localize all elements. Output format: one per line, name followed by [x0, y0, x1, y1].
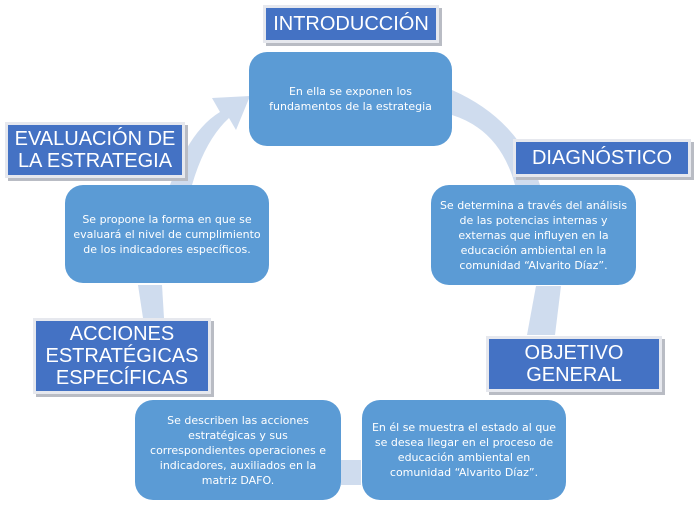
connector-acciones-evaluacion	[138, 285, 164, 318]
step-description-introduccion: En ella se exponen los fundamentos de la…	[269, 85, 432, 113]
step-description-evaluacion: Se propone la forma en que se evaluará e…	[73, 212, 261, 256]
step-title-objetivo-general: OBJETIVO GENERAL	[486, 336, 662, 392]
step-description-acciones: Se describen las acciones estratégicas y…	[150, 413, 326, 487]
step-card-evaluacion: Se propone la forma en que se evaluará e…	[65, 185, 269, 283]
step-card-acciones: Se describen las acciones estratégicas y…	[135, 400, 341, 500]
step-card-diagnostico: Se determina a través del análisis de la…	[431, 185, 636, 285]
step-card-introduccion: En ella se exponen los fundamentos de la…	[249, 52, 452, 146]
connector-diagnostico-objetivo	[527, 286, 561, 335]
step-title-diagnostico: DIAGNÓSTICO	[513, 139, 691, 177]
step-title-acciones: ACCIONES ESTRATÉGICAS ESPECÍFICAS	[33, 318, 211, 394]
step-card-objetivo-general: En él se muestra el estado al que se des…	[362, 400, 566, 500]
step-description-objetivo-general: En él se muestra el estado al que se des…	[371, 421, 557, 479]
step-title-introduccion: INTRODUCCIÓN	[263, 5, 439, 43]
step-description-diagnostico: Se determina a través del análisis de la…	[439, 198, 628, 272]
arrow-evaluacion-intro	[170, 96, 250, 185]
connector-objetivo-acciones	[341, 460, 361, 485]
step-title-evaluacion: EVALUACIÓN DE LA ESTRATEGIA	[5, 122, 185, 178]
